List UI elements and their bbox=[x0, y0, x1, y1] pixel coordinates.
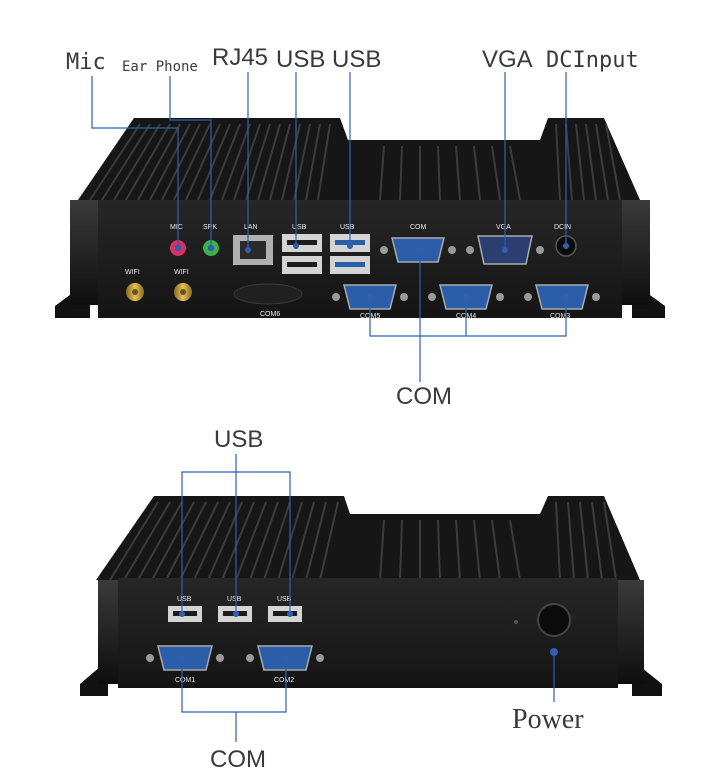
callout-mic: Mic bbox=[66, 50, 106, 75]
bottom-usb-3 bbox=[268, 606, 302, 622]
callout-ear-phone: Ear Phone bbox=[122, 59, 198, 75]
port-label-com: COM bbox=[410, 224, 427, 231]
callout-usb-2: USB bbox=[332, 46, 382, 73]
top-leader-lines bbox=[91, 72, 569, 382]
callout-com-top: COM bbox=[396, 383, 452, 410]
bottom-device: USB USB USB COM1 COM2 bbox=[80, 496, 662, 696]
wifi-antenna-1 bbox=[126, 283, 144, 301]
port-label-wifi-2: WIFI bbox=[174, 269, 189, 276]
callout-rj45: RJ45 bbox=[212, 44, 269, 71]
callout-usb-1: USB bbox=[276, 46, 326, 73]
bottom-port-label-usb-1: USB bbox=[177, 596, 192, 603]
port-label-spk: SPK bbox=[203, 224, 217, 231]
bottom-port-label-com2: COM2 bbox=[274, 677, 294, 684]
bottom-port-label-com1: COM1 bbox=[175, 677, 195, 684]
top-device: WIFI WIFI MIC SPK LAN USB USB COM VGA DC… bbox=[55, 118, 665, 320]
callout-vga: VGA bbox=[482, 46, 533, 73]
port-label-lan: LAN bbox=[244, 224, 258, 231]
callout-dc-input: DCInput bbox=[546, 48, 639, 73]
callout-com-bottom: COM bbox=[210, 746, 266, 773]
port-label-vga: VGA bbox=[496, 224, 511, 231]
port-label-usb-2: USB bbox=[340, 224, 355, 231]
port-label-wifi-1: WIFI bbox=[125, 269, 140, 276]
heatsink-fins bbox=[89, 123, 621, 201]
callout-usb-bottom: USB bbox=[214, 426, 264, 453]
port-label-com6: COM6 bbox=[260, 311, 280, 318]
port-label-com3: COM3 bbox=[550, 313, 570, 320]
callout-power: Power bbox=[512, 704, 584, 735]
bottom-front-panel bbox=[118, 578, 618, 688]
bottom-leader-lines bbox=[179, 454, 557, 742]
bottom-port-label-usb-2: USB bbox=[227, 596, 242, 603]
left-side-fins bbox=[70, 200, 100, 305]
bottom-port-label-usb-3: USB bbox=[277, 596, 292, 603]
usb-stack-1 bbox=[282, 234, 322, 274]
right-side-fins bbox=[620, 200, 650, 305]
power-button bbox=[537, 603, 571, 637]
bottom-heatsink-top bbox=[96, 496, 640, 580]
wifi-antenna-2 bbox=[174, 283, 192, 301]
com6-cover bbox=[233, 283, 303, 305]
port-label-usb-1: USB bbox=[292, 224, 307, 231]
port-label-mic: MIC bbox=[170, 224, 183, 231]
com3-port bbox=[524, 284, 600, 310]
port-label-dcin: DCIN bbox=[554, 224, 571, 231]
